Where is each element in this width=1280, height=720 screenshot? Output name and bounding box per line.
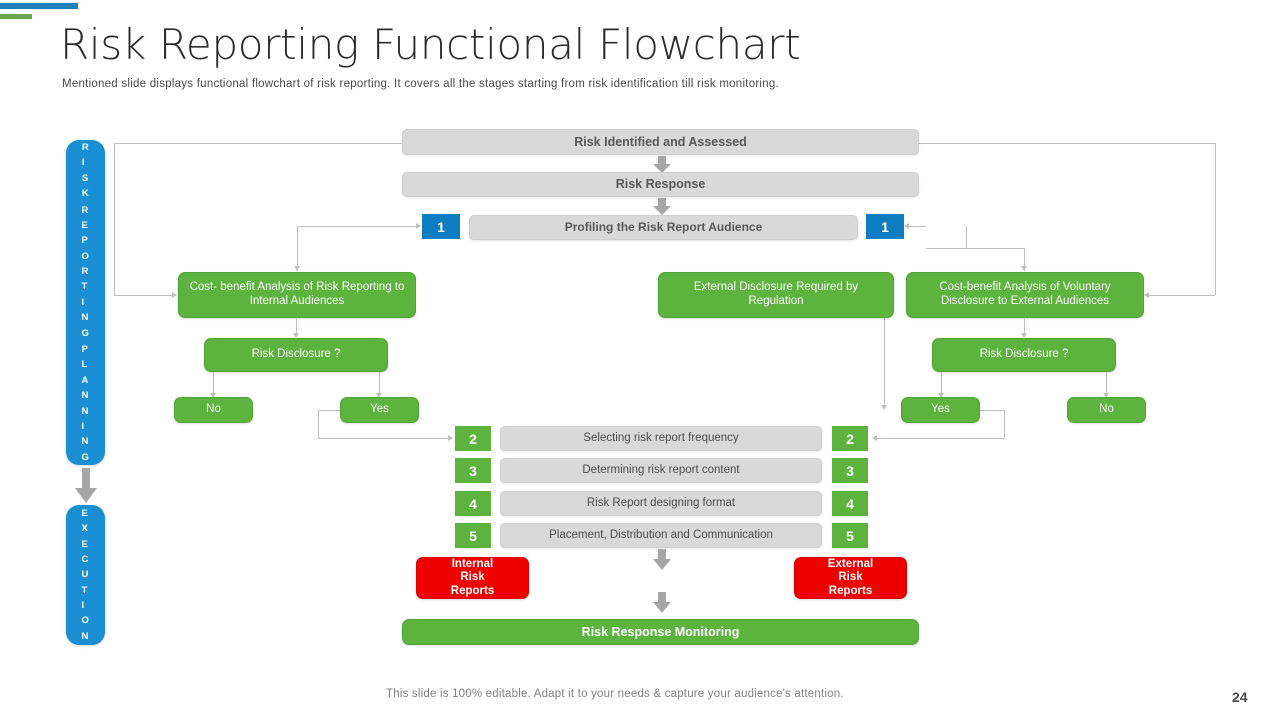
badge-step-4-right[interactable]: 4 bbox=[832, 491, 868, 516]
arrow-head-icon bbox=[172, 291, 177, 298]
connector-line bbox=[1024, 318, 1025, 336]
connector-line bbox=[396, 226, 416, 227]
arrow-head-icon bbox=[416, 222, 421, 229]
connector-line bbox=[114, 143, 115, 295]
badge-step-2-left[interactable]: 2 bbox=[455, 426, 491, 451]
arrow-head-icon bbox=[293, 266, 300, 271]
flow-box-risk-response-monitoring[interactable]: Risk Response Monitoring bbox=[402, 619, 919, 645]
flow-box-risk-disclosure-right[interactable]: Risk Disclosure ? bbox=[932, 338, 1116, 372]
flow-box-step-2[interactable]: Selecting risk report frequency bbox=[500, 426, 822, 451]
down-arrow-icon bbox=[650, 198, 674, 216]
flow-box-decision-no-right[interactable]: No bbox=[1067, 397, 1146, 423]
connector-line bbox=[318, 410, 340, 411]
connector-line bbox=[1215, 143, 1216, 295]
header-accent-bar-green bbox=[0, 14, 32, 19]
header-accent-bar-blue bbox=[0, 3, 78, 9]
flow-box-external-disclosure[interactable]: External Disclosure Required by Regulati… bbox=[658, 272, 894, 318]
arrow-head-icon bbox=[1020, 333, 1027, 338]
connector-line bbox=[297, 226, 396, 227]
badge-step-5-right[interactable]: 5 bbox=[832, 523, 868, 548]
flow-box-risk-identified[interactable]: Risk Identified and Assessed bbox=[402, 129, 919, 155]
arrow-head-icon bbox=[880, 405, 887, 410]
connector-line bbox=[379, 372, 380, 396]
flow-box-step-4[interactable]: Risk Report designing format bbox=[500, 491, 822, 516]
connector-line bbox=[297, 226, 298, 271]
page-subtitle: Mentioned slide displays functional flow… bbox=[62, 78, 779, 90]
flow-box-decision-yes-right[interactable]: Yes bbox=[901, 397, 980, 423]
flow-box-cost-benefit-internal[interactable]: Cost- benefit Analysis of Risk Reporting… bbox=[178, 272, 416, 318]
flow-box-decision-yes-left[interactable]: Yes bbox=[340, 397, 419, 423]
connector-line bbox=[941, 372, 942, 396]
badge-step-2-right[interactable]: 2 bbox=[832, 426, 868, 451]
stage-transition-arrow bbox=[72, 468, 100, 504]
external-reports-label: External Risk Reports bbox=[827, 557, 874, 597]
arrow-head-icon bbox=[1020, 266, 1027, 271]
badge-step-3-right[interactable]: 3 bbox=[832, 458, 868, 483]
arrow-head-icon bbox=[292, 333, 299, 338]
connector-line bbox=[980, 410, 1004, 411]
connector-line bbox=[114, 143, 404, 144]
connector-line bbox=[908, 226, 926, 227]
flow-box-profiling-audience[interactable]: Profiling the Risk Report Audience bbox=[469, 215, 858, 240]
flow-box-internal-risk-reports[interactable]: Internal Risk Reports bbox=[416, 557, 529, 599]
connector-line bbox=[1106, 372, 1107, 396]
arrow-head-icon bbox=[209, 393, 216, 398]
connector-line bbox=[884, 318, 885, 408]
connector-line bbox=[926, 248, 1024, 249]
page-title: Risk Reporting Functional Flowchart bbox=[60, 20, 801, 69]
badge-step-1-right[interactable]: 1 bbox=[866, 214, 904, 239]
arrow-head-icon bbox=[448, 434, 453, 441]
badge-step-3-left[interactable]: 3 bbox=[455, 458, 491, 483]
connector-line bbox=[966, 226, 967, 248]
page-number: 24 bbox=[1232, 689, 1248, 705]
internal-reports-label: Internal Risk Reports bbox=[450, 557, 495, 597]
connector-line bbox=[1004, 410, 1005, 438]
badge-step-4-left[interactable]: 4 bbox=[455, 491, 491, 516]
flow-box-step-3[interactable]: Determining risk report content bbox=[500, 458, 822, 483]
flow-box-risk-response[interactable]: Risk Response bbox=[402, 172, 919, 197]
arrow-head-icon bbox=[1144, 291, 1149, 298]
connector-line bbox=[114, 295, 172, 296]
connector-line bbox=[318, 438, 448, 439]
flow-box-decision-no-left[interactable]: No bbox=[174, 397, 253, 423]
connector-line bbox=[213, 372, 214, 396]
down-arrow-icon bbox=[650, 592, 674, 614]
flow-box-risk-disclosure-left[interactable]: Risk Disclosure ? bbox=[204, 338, 388, 372]
down-arrow-icon bbox=[650, 549, 674, 571]
badge-step-1-left[interactable]: 1 bbox=[422, 214, 460, 239]
down-arrow-icon bbox=[650, 156, 674, 174]
footer-note: This slide is 100% editable. Adapt it to… bbox=[386, 688, 844, 700]
flow-box-cost-benefit-external[interactable]: Cost-benefit Analysis of Voluntary Discl… bbox=[906, 272, 1144, 318]
arrow-head-icon bbox=[872, 434, 877, 441]
connector-line bbox=[1149, 295, 1215, 296]
connector-line bbox=[876, 438, 1004, 439]
connector-line bbox=[1024, 248, 1025, 271]
connector-line bbox=[296, 318, 297, 336]
connector-line bbox=[916, 143, 1215, 144]
badge-step-5-left[interactable]: 5 bbox=[455, 523, 491, 548]
connector-line bbox=[318, 410, 319, 438]
flow-box-external-risk-reports[interactable]: External Risk Reports bbox=[794, 557, 907, 599]
flow-box-step-5[interactable]: Placement, Distribution and Communicatio… bbox=[500, 523, 822, 548]
arrow-head-icon bbox=[375, 393, 382, 398]
arrow-head-icon bbox=[904, 222, 909, 229]
arrow-head-icon bbox=[937, 393, 944, 398]
arrow-head-icon bbox=[1102, 393, 1109, 398]
